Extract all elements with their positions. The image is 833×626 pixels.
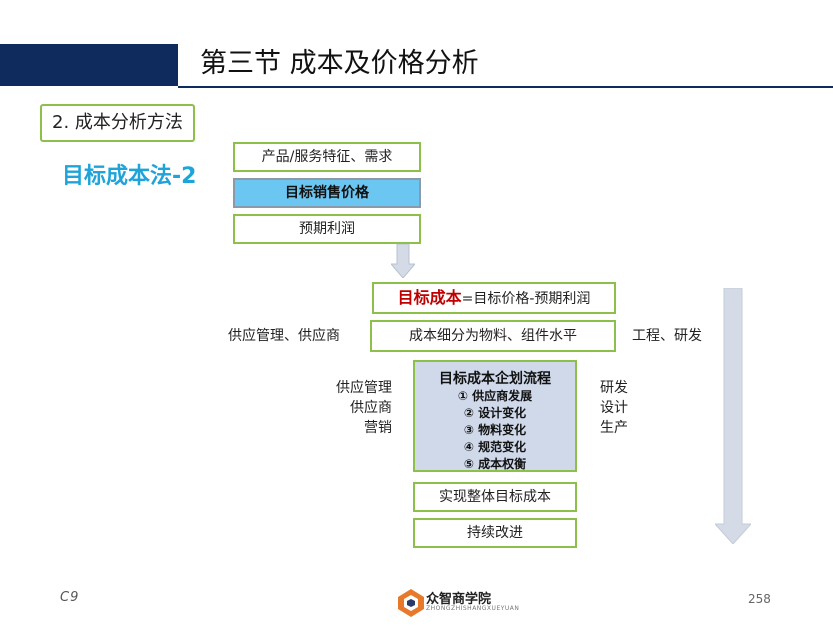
planning-right-item: 生产 bbox=[600, 420, 628, 436]
planning-left-item: 供应商 bbox=[350, 400, 392, 416]
logo-icon bbox=[398, 589, 424, 617]
product-service-box: 产品/服务特征、需求 bbox=[233, 142, 421, 172]
planning-left-labels: 供应管理 供应商 营销 bbox=[330, 378, 392, 438]
breakdown-box: 成本细分为物料、组件水平 bbox=[370, 320, 616, 352]
slide-code: C9 bbox=[60, 590, 80, 605]
planning-left-item: 营销 bbox=[364, 420, 392, 436]
planning-process-box: 目标成本企划流程 ① 供应商发展 ② 设计变化 ③ 物料变化 ④ 规范变化 ⑤ … bbox=[413, 360, 577, 472]
target-cost-formula: =目标价格-预期利润 bbox=[461, 291, 591, 307]
title-bar-accent bbox=[0, 44, 178, 86]
title-underline bbox=[178, 86, 833, 88]
logo-name: 众智商学院 bbox=[426, 592, 492, 607]
planning-right-item: 研发 bbox=[600, 380, 628, 396]
planning-left-item: 供应管理 bbox=[336, 380, 392, 396]
down-arrow-icon bbox=[391, 244, 415, 278]
target-price-box: 目标销售价格 bbox=[233, 178, 421, 208]
achieve-target-box: 实现整体目标成本 bbox=[413, 482, 577, 512]
target-cost-box: 目标成本=目标价格-预期利润 bbox=[372, 282, 616, 314]
planning-step: ④ 规范变化 bbox=[463, 440, 527, 454]
planning-step: ② 设计变化 bbox=[463, 406, 527, 420]
planning-process-title: 目标成本企划流程 bbox=[439, 371, 551, 387]
continuous-improve-label: 持续改进 bbox=[467, 525, 523, 541]
planning-step: ① 供应商发展 bbox=[457, 389, 533, 403]
large-down-arrow-icon bbox=[715, 288, 751, 544]
product-service-label: 产品/服务特征、需求 bbox=[261, 149, 393, 165]
expected-profit-label: 预期利润 bbox=[299, 221, 355, 237]
planning-step: ⑤ 成本权衡 bbox=[463, 457, 527, 471]
planning-right-item: 设计 bbox=[600, 400, 628, 416]
planning-right-labels: 研发 设计 生产 bbox=[600, 378, 628, 438]
breakdown-left-label: 供应管理、供应商 bbox=[228, 328, 340, 344]
continuous-improve-box: 持续改进 bbox=[413, 518, 577, 548]
breakdown-label: 成本细分为物料、组件水平 bbox=[409, 328, 577, 344]
page-number: 258 bbox=[748, 592, 771, 606]
method-title: 目标成本法-2 bbox=[62, 164, 197, 189]
breakdown-right-label: 工程、研发 bbox=[632, 328, 702, 344]
target-price-label: 目标销售价格 bbox=[285, 185, 369, 201]
planning-step: ③ 物料变化 bbox=[463, 423, 527, 437]
page-title: 第三节 成本及价格分析 bbox=[200, 48, 479, 79]
expected-profit-box: 预期利润 bbox=[233, 214, 421, 244]
section-label: 2. 成本分析方法 bbox=[40, 104, 195, 142]
achieve-target-label: 实现整体目标成本 bbox=[439, 489, 551, 505]
target-cost-highlight: 目标成本 bbox=[397, 288, 462, 307]
logo-subtitle: ZHONGZHISHANGXUEYUAN bbox=[426, 605, 520, 612]
